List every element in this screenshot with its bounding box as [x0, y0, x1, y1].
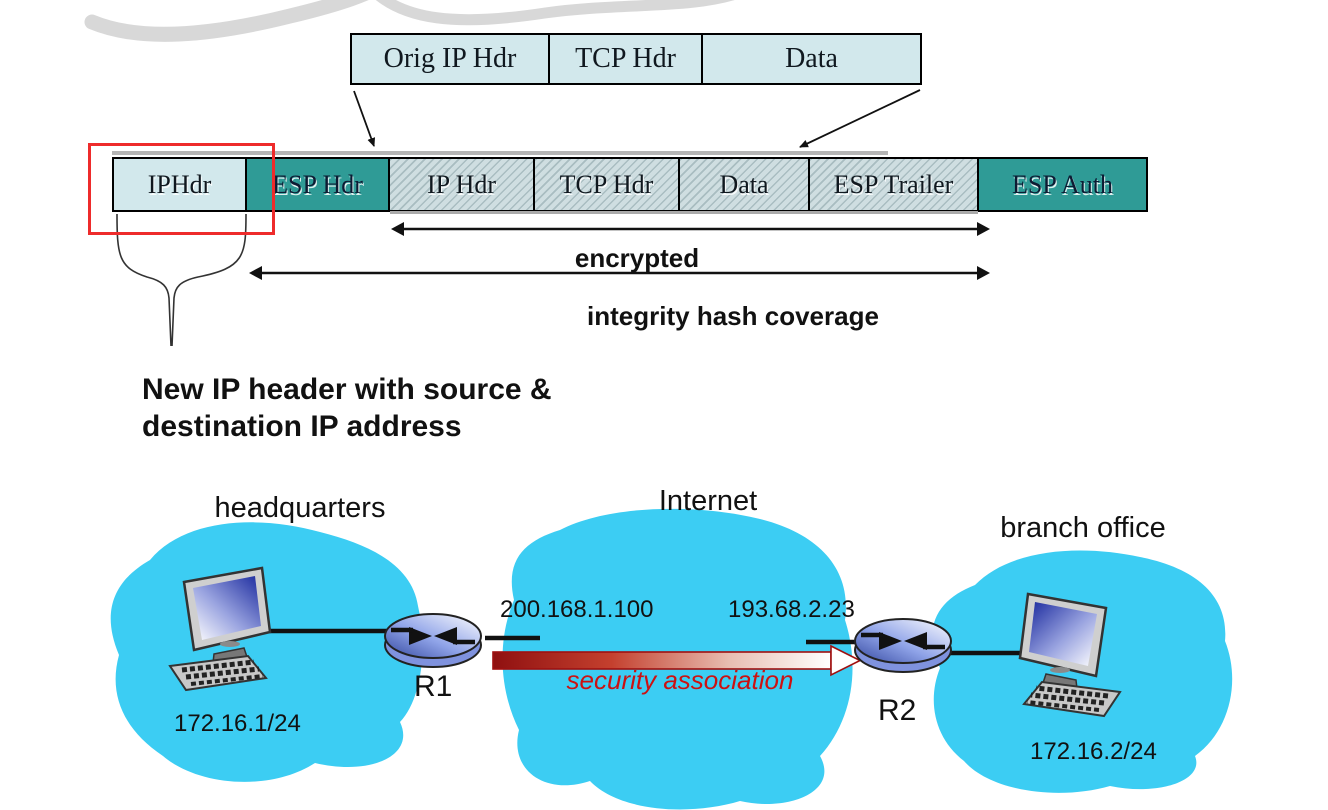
gray-strip-bottom — [390, 211, 978, 214]
router-icon — [384, 613, 482, 668]
annotation-line-1: New IP header with source & — [142, 373, 552, 406]
handwriting-swoosh-decoration — [84, 0, 735, 42]
packet-cell-ip-hdr: IP Hdr — [390, 159, 535, 210]
packet-cell-tcp-hdr: TCP Hdr — [550, 35, 703, 83]
internet-label: Internet — [658, 485, 758, 517]
packet-cell-tcp-hdr-enc: TCP Hdr — [535, 159, 680, 210]
headquarters-label: headquarters — [214, 492, 386, 524]
security-association-arrow — [492, 644, 862, 677]
gray-strip-top — [112, 151, 888, 155]
r1-public-ip-label: 200.168.1.100 — [500, 596, 654, 623]
packet-cell-data-enc: Data — [680, 159, 810, 210]
iphdr-brace — [116, 213, 247, 347]
new-ip-header-highlight-rect — [88, 143, 275, 235]
branch-subnet-label: 172.16.2/24 — [1030, 738, 1157, 765]
headquarters-subnet-label: 172.16.1/24 — [174, 710, 301, 737]
encrypted-span-arrow — [391, 222, 990, 236]
tunnel-packet-row: IPHdr ESP Hdr IP Hdr TCP Hdr Data ESP Tr… — [112, 157, 1148, 212]
packet-cell-esp-auth: ESP Auth — [979, 159, 1146, 210]
router2-label: R2 — [878, 694, 917, 727]
security-association-label: security association — [566, 665, 794, 695]
headquarters-blob — [110, 522, 423, 782]
packet-cell-new-ip-hdr: IPHdr — [114, 159, 247, 210]
packet-cell-data: Data — [785, 43, 838, 74]
new-ip-header-annotation: New IP header with source & destination … — [142, 371, 552, 445]
branch-office-label: branch office — [1000, 512, 1166, 544]
pointer-arrow-right — [799, 89, 921, 148]
router1-label: R1 — [414, 670, 453, 703]
pointer-arrow-left — [353, 90, 376, 147]
packet-cell-orig-ip-hdr: Orig IP Hdr — [352, 35, 550, 83]
packet-cell-esp-trailer: ESP Trailer — [810, 159, 979, 210]
encrypted-label: encrypted — [574, 243, 700, 273]
r2-public-ip-label: 193.68.2.23 — [728, 596, 855, 623]
computer-icon — [168, 566, 272, 692]
computer-icon — [1018, 592, 1122, 718]
original-packet-row: Orig IP Hdr TCP Hdr Data — [350, 33, 922, 85]
packet-cell-esp-hdr: ESP Hdr — [247, 159, 390, 210]
annotation-line-2: destination IP address — [142, 410, 462, 443]
integrity-hash-coverage-label: integrity hash coverage — [587, 301, 879, 331]
integrity-span-arrow — [249, 266, 990, 280]
router-icon — [854, 618, 952, 673]
